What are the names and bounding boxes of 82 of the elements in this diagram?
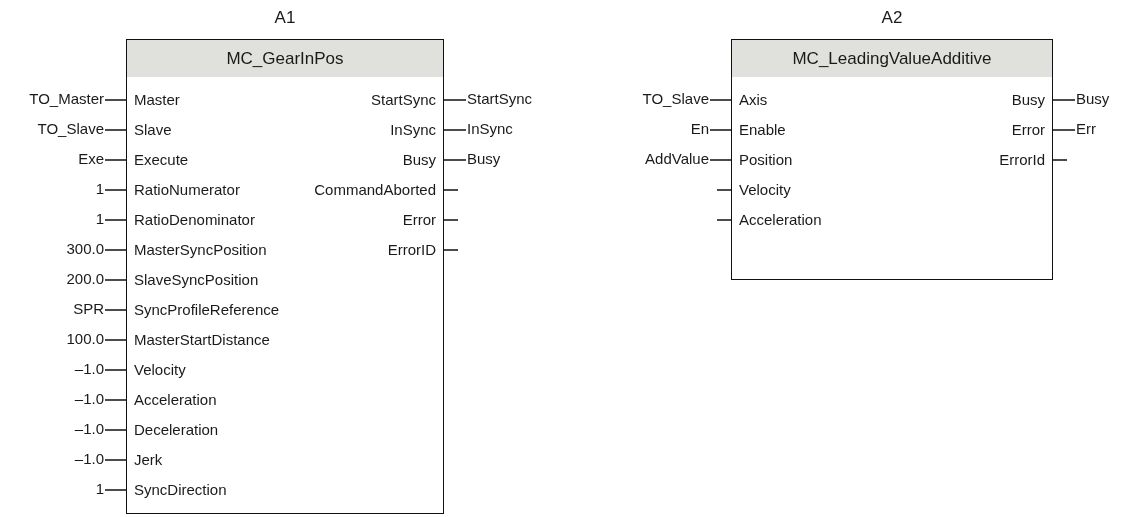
connection-line bbox=[716, 219, 733, 221]
pin-name: Velocity bbox=[732, 180, 791, 200]
pin-name: MasterSyncPosition bbox=[127, 240, 267, 260]
connection-line bbox=[104, 129, 128, 131]
signal-label: 200.0 bbox=[66, 269, 104, 289]
connection-line bbox=[1051, 159, 1068, 161]
connection-line bbox=[104, 159, 128, 161]
pin-name: SlaveSyncPosition bbox=[127, 270, 259, 290]
connection-line bbox=[104, 429, 128, 431]
connection-line bbox=[104, 279, 128, 281]
connection-line bbox=[104, 219, 128, 221]
connection-line bbox=[104, 459, 128, 461]
signal-label: InSync bbox=[467, 119, 513, 139]
signal-label: 100.0 bbox=[66, 329, 104, 349]
pin-name: Acceleration bbox=[127, 390, 217, 410]
connection-line bbox=[709, 159, 733, 161]
pin-name: Position bbox=[732, 150, 793, 170]
block-instance-label: A2 bbox=[880, 8, 904, 28]
signal-label: –1.0 bbox=[74, 359, 104, 379]
connection-line bbox=[104, 369, 128, 371]
connection-line bbox=[1051, 99, 1076, 101]
signal-label: –1.0 bbox=[74, 389, 104, 409]
pin-name: SyncProfileReference bbox=[127, 300, 280, 320]
connection-line bbox=[709, 129, 733, 131]
pin-name: StartSync bbox=[370, 90, 443, 110]
signal-label: Err bbox=[1076, 119, 1096, 139]
signal-label: 1 bbox=[95, 479, 104, 499]
signal-label: 1 bbox=[95, 209, 104, 229]
signal-label: TO_Slave bbox=[37, 119, 104, 139]
pin-name: Slave bbox=[127, 120, 172, 140]
signal-label: En bbox=[690, 119, 709, 139]
pin-name: ErrorId bbox=[999, 150, 1052, 170]
signal-label: 300.0 bbox=[66, 239, 104, 259]
block-header: MC_LeadingValueAdditive bbox=[732, 40, 1052, 77]
pin-name: CommandAborted bbox=[314, 180, 443, 200]
pin-name: Velocity bbox=[127, 360, 186, 380]
pin-name: SyncDirection bbox=[127, 480, 227, 500]
connection-line bbox=[104, 399, 128, 401]
connection-line bbox=[104, 99, 128, 101]
pin-name: Jerk bbox=[127, 450, 163, 470]
signal-label: –1.0 bbox=[74, 449, 104, 469]
block-header: MC_GearInPos bbox=[127, 40, 443, 77]
block-instance-label: A1 bbox=[273, 8, 297, 28]
signal-label: SPR bbox=[73, 299, 104, 319]
connection-line bbox=[104, 339, 128, 341]
signal-label: AddValue bbox=[645, 149, 709, 169]
signal-label: Busy bbox=[467, 149, 501, 169]
pin-name: InSync bbox=[390, 120, 443, 140]
pin-name: MasterStartDistance bbox=[127, 330, 270, 350]
connection-line bbox=[104, 189, 128, 191]
connection-line bbox=[442, 159, 467, 161]
pin-name: Master bbox=[127, 90, 180, 110]
signal-label: Exe bbox=[78, 149, 104, 169]
connection-line bbox=[104, 489, 128, 491]
pin-name: RatioNumerator bbox=[127, 180, 240, 200]
connection-line bbox=[716, 189, 733, 191]
connection-line bbox=[442, 99, 467, 101]
connection-line bbox=[104, 249, 128, 251]
connection-line bbox=[442, 219, 459, 221]
signal-label: TO_Master bbox=[29, 89, 104, 109]
pin-name: Acceleration bbox=[732, 210, 822, 230]
signal-label: 1 bbox=[95, 179, 104, 199]
connection-line bbox=[104, 309, 128, 311]
connection-line bbox=[709, 99, 733, 101]
pin-name: Error bbox=[402, 210, 443, 230]
pin-name: Error bbox=[1011, 120, 1052, 140]
signal-label: TO_Slave bbox=[642, 89, 709, 109]
signal-label: Busy bbox=[1076, 89, 1110, 109]
pin-name: Axis bbox=[732, 90, 768, 110]
signal-label: StartSync bbox=[467, 89, 533, 109]
connection-line bbox=[442, 129, 467, 131]
connection-line bbox=[442, 249, 459, 251]
pin-name: RatioDenominator bbox=[127, 210, 255, 230]
pin-name: ErrorID bbox=[387, 240, 443, 260]
pin-name: Busy bbox=[402, 150, 443, 170]
pin-name: Enable bbox=[732, 120, 786, 140]
pin-name: Busy bbox=[1011, 90, 1052, 110]
connection-line bbox=[442, 189, 459, 191]
signal-label: –1.0 bbox=[74, 419, 104, 439]
connection-line bbox=[1051, 129, 1076, 131]
pin-name: Execute bbox=[127, 150, 189, 170]
pin-name: Deceleration bbox=[127, 420, 219, 440]
